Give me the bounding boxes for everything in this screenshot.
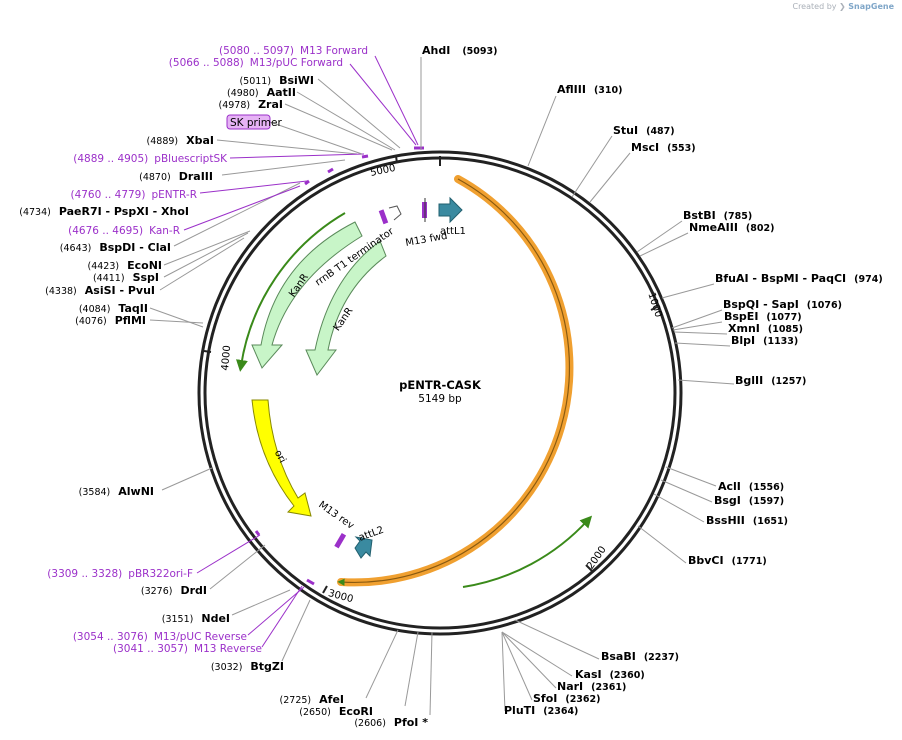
primer-m13puc-forward[interactable]: (5066 .. 5088)M13/pUC Forward: [169, 57, 343, 69]
site-labels-right: AhdI(5093) AflIII(310) StuI(487) MscI(55…: [422, 44, 883, 717]
site-bsgi[interactable]: BsgI(1597): [714, 494, 784, 507]
rrnb-mark: [378, 209, 389, 225]
feature-attl1: attL1: [440, 226, 466, 237]
site-pfoi[interactable]: (2606)PfoI *: [354, 716, 428, 729]
kanr-arrow-outer: [251, 221, 363, 369]
site-sspi[interactable]: (4411)SspI: [93, 271, 159, 284]
primer-pentr-r[interactable]: (4760 .. 4779)pENTR-R: [70, 189, 197, 201]
site-bbvci[interactable]: BbvCI(1771): [688, 554, 767, 567]
m13-rev-mark: [334, 532, 347, 549]
terminator-icon: [388, 205, 402, 221]
plasmid-size: 5149 bp: [418, 393, 462, 405]
site-aatii[interactable]: (4980)AatII: [227, 86, 296, 99]
site-taqii[interactable]: (4084)TaqII: [79, 302, 148, 315]
primer-pbluescriptsk[interactable]: (4889 .. 4905)pBluescriptSK: [73, 153, 228, 165]
sk-primer-highlight: [226, 114, 271, 130]
primer-m13puc-reverse[interactable]: (3054 .. 3076)M13/pUC Reverse: [73, 631, 247, 643]
site-alwni[interactable]: (3584)AlwNI: [79, 485, 154, 498]
site-pluti[interactable]: PluTI(2364): [504, 704, 578, 717]
site-btgzi[interactable]: (3032)BtgZI: [211, 660, 284, 673]
primer-ticks: [254, 146, 424, 586]
tick-5000: 5000: [369, 163, 396, 179]
primer-labels: (5080 .. 5097)M13 Forward (5066 .. 5088)…: [47, 45, 368, 655]
kanr-arrow-inner: [305, 240, 387, 376]
credit: Created by ❯ SnapGene: [792, 2, 894, 11]
ring-ticks: [203, 155, 660, 594]
site-bstbi[interactable]: BstBI(785): [683, 209, 752, 222]
site-xmni[interactable]: XmnI(1085): [728, 322, 803, 335]
orf-line-left: [235, 212, 346, 372]
plasmid-name: pENTR-CASK: [399, 378, 482, 392]
credit-brand: SnapGene: [848, 2, 894, 11]
site-pflmi[interactable]: (4076)PflMI: [75, 314, 146, 327]
site-nmeaiii[interactable]: NmeAIII(802): [689, 221, 774, 234]
site-bspqi[interactable]: BspQI - SapI(1076): [723, 298, 842, 311]
site-drdi[interactable]: (3276)DrdI: [141, 584, 207, 597]
feature-m13-rev: M13 rev: [316, 499, 356, 531]
site-draiii[interactable]: (4870)DraIII: [139, 170, 213, 183]
site-bfuai[interactable]: BfuAI - BspMI - PaqCI(974): [715, 272, 883, 285]
site-blpi[interactable]: BlpI(1133): [731, 334, 798, 347]
site-bglii[interactable]: BglII(1257): [735, 374, 806, 387]
site-msci[interactable]: MscI(553): [631, 141, 696, 154]
site-nari[interactable]: NarI(2361): [557, 680, 626, 693]
site-bspdi[interactable]: (4643)BspDI - ClaI: [60, 241, 171, 254]
primer-pbr322ori-f[interactable]: (3309 .. 3328)pBR322ori-F: [47, 568, 193, 580]
insert-arc-line: [337, 178, 571, 586]
sk-primer-label: SK primer: [230, 117, 282, 129]
orf-line-right: [462, 515, 593, 588]
site-xbai[interactable]: (4889)XbaI: [147, 134, 214, 147]
site-ahdi[interactable]: AhdI(5093): [422, 44, 497, 57]
attl2-arrow: [354, 536, 373, 559]
primer-kan-r[interactable]: (4676 .. 4695)Kan-R: [68, 225, 180, 237]
site-afei[interactable]: (2725)AfeI: [280, 693, 344, 706]
site-labels-left: (2606)PfoI * (2650)EcoRI (2725)AfeI (303…: [19, 74, 428, 729]
ori-arrow: [251, 399, 312, 517]
site-sfoi[interactable]: SfoI(2362): [533, 692, 600, 705]
snapgene-logo-icon: ❯: [839, 2, 846, 11]
site-ecori[interactable]: (2650)EcoRI: [299, 705, 373, 718]
backbone-outer: [197, 150, 683, 636]
primer-leader-lines: [183, 55, 419, 648]
site-asisi[interactable]: (4338)AsiSI - PvuI: [45, 284, 155, 297]
primer-m13-reverse[interactable]: (3041 .. 3057)M13 Reverse: [113, 643, 262, 655]
feature-ori: ori: [272, 448, 288, 465]
site-bspei[interactable]: BspEI(1077): [724, 310, 802, 323]
primer-m13-forward[interactable]: (5080 .. 5097)M13 Forward: [219, 45, 368, 57]
tick-4000: 4000: [220, 345, 233, 371]
site-ndei[interactable]: (3151)NdeI: [162, 612, 230, 625]
site-paer7i[interactable]: (4734)PaeR7I - PspXI - XhoI: [19, 205, 189, 218]
site-bsiwi[interactable]: (5011)BsiWI: [239, 74, 314, 87]
site-bsabi[interactable]: BsaBI(2237): [601, 650, 679, 663]
site-bsshii[interactable]: BssHII(1651): [706, 514, 788, 527]
leader-lines: [149, 57, 735, 716]
site-stui[interactable]: StuI(487): [613, 124, 675, 137]
site-acli[interactable]: AclI(1556): [718, 480, 784, 493]
site-econi[interactable]: (4423)EcoNI: [88, 259, 162, 272]
site-zrai[interactable]: (4978)ZraI: [218, 98, 283, 111]
site-kasi[interactable]: KasI(2360): [575, 668, 645, 681]
sk-primer-leader: [269, 121, 363, 155]
credit-prefix: Created by: [792, 2, 837, 11]
attl1-arrow: [438, 196, 463, 224]
site-afliii[interactable]: AflIII(310): [557, 83, 622, 96]
